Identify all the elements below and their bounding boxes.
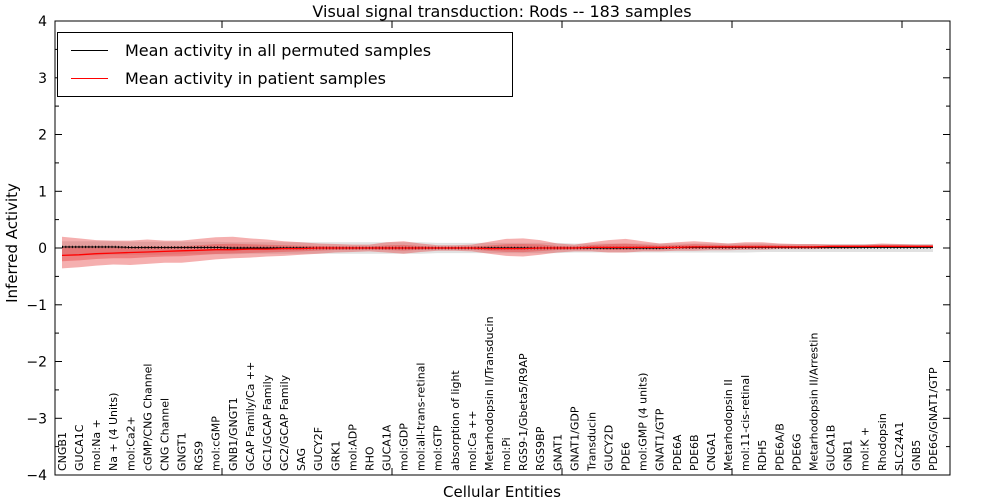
x-tick-label: GNAT1 (551, 434, 564, 471)
x-tick-label: GNGT1 (176, 432, 189, 471)
legend-line-sample-patient (71, 77, 108, 79)
x-tick-label: GNB1/GNGT1 (227, 397, 240, 471)
x-tick-label: GRK1 (329, 441, 342, 471)
x-tick-label: RGS9BP (534, 426, 547, 471)
x-tick-label: GNAT1/GDP (568, 406, 581, 471)
y-tick-label: 4 (38, 14, 47, 30)
x-tick-label: Transducin (585, 412, 598, 472)
x-tick-label: CNG Channel (159, 398, 172, 471)
x-tick-label: mol:ADP (346, 424, 359, 471)
legend-line-sample-permuted (71, 50, 108, 52)
x-tick-label: Na + (4 Units) (107, 393, 120, 471)
legend-entry-patient: Mean activity in patient samples (58, 69, 512, 88)
x-tick-label: GUCY2F (312, 427, 325, 471)
x-tick-label: PDE6B (688, 434, 701, 471)
x-tick-label: PDE6A (671, 434, 684, 471)
legend-entry-permuted: Mean activity in all permuted samples (58, 41, 512, 60)
x-tick-label: GUCA1C (73, 424, 86, 471)
x-tick-label: Metarhodopsin II/Transducin (483, 316, 496, 471)
x-tick-label: mol:K + (859, 427, 872, 471)
x-tick-label: Rhodopsin (876, 413, 889, 471)
y-tick-label: 3 (38, 71, 47, 87)
y-tick-label: −3 (26, 411, 47, 427)
x-tick-label: GUCA1B (825, 425, 838, 471)
patient-band-outer (62, 236, 933, 269)
y-axis-label: Inferred Activity (3, 183, 21, 303)
x-tick-label: PDE6 (620, 442, 633, 471)
x-tick-label: GC2/GCAP Family (278, 374, 291, 471)
chart-title: Visual signal transduction: Rods -- 183 … (312, 2, 692, 21)
x-tick-label: PDE6A/B (773, 423, 786, 471)
x-tick-label: Metarhodopsin II (722, 379, 735, 471)
y-tick-label: −2 (26, 355, 47, 371)
x-tick-label: PDE6G (790, 433, 803, 471)
x-tick-label: RDH5 (756, 440, 769, 471)
x-tick-label: SLC24A1 (893, 422, 906, 471)
x-tick-label: mol:GDP (398, 423, 411, 471)
x-tick-label: absorption of light (449, 370, 462, 471)
x-tick-label: mol:Ca ++ (466, 410, 479, 471)
x-tick-label: GUCY2D (603, 425, 616, 471)
x-tick-label: mol:cGMP (210, 416, 223, 471)
x-tick-label: SAG (295, 448, 308, 471)
x-tick-label: mol:Na + (90, 419, 103, 471)
x-tick-label: RGS9 (193, 441, 206, 471)
x-tick-label: CNGA1 (705, 432, 718, 471)
x-tick-label: Metarhodopsin II/Arrestin (808, 333, 821, 471)
x-tick-label: RGS9-1/Gbeta5/R9AP (517, 353, 530, 471)
x-tick-label: RHO (363, 446, 376, 471)
x-tick-label: GNB1 (842, 440, 855, 471)
legend: Mean activity in all permuted samples Me… (57, 32, 513, 97)
y-tick-label: −4 (26, 468, 47, 484)
legend-label-patient: Mean activity in patient samples (125, 68, 386, 88)
x-tick-label: PDE6G/GNAT1/GTP (927, 367, 940, 471)
patient-mean-line (61, 245, 933, 257)
x-tick-label: GCAP Family/Ca ++ (244, 362, 257, 471)
x-tick-label: cGMP/CNG Channel (141, 364, 154, 472)
x-tick-label: mol:GMP (4 units) (637, 373, 650, 471)
x-tick-label: mol:GTP (432, 425, 445, 471)
y-tick-label: 2 (38, 128, 47, 144)
y-tick-label: 1 (38, 184, 47, 200)
legend-label-permuted: Mean activity in all permuted samples (125, 41, 432, 61)
x-tick-label: GUCA1A (381, 424, 394, 471)
x-tick-label: GNAT1/GTP (654, 408, 667, 471)
x-tick-label: GNB5 (910, 440, 923, 471)
x-axis-label: Cellular Entities (443, 483, 561, 501)
x-tick-label: mol:all-trans-retinal (415, 363, 428, 471)
x-tick-label: mol:11-cis-retinal (739, 375, 752, 471)
y-tick-label: −1 (26, 298, 47, 314)
x-tick-label: mol:Pi (500, 437, 513, 471)
y-tick-label: 0 (38, 241, 47, 257)
x-tick-label: CNGB1 (56, 432, 69, 471)
x-tick-label: mol:Ca2+ (124, 416, 137, 471)
x-tick-label: GC1/GCAP Family (261, 374, 274, 471)
